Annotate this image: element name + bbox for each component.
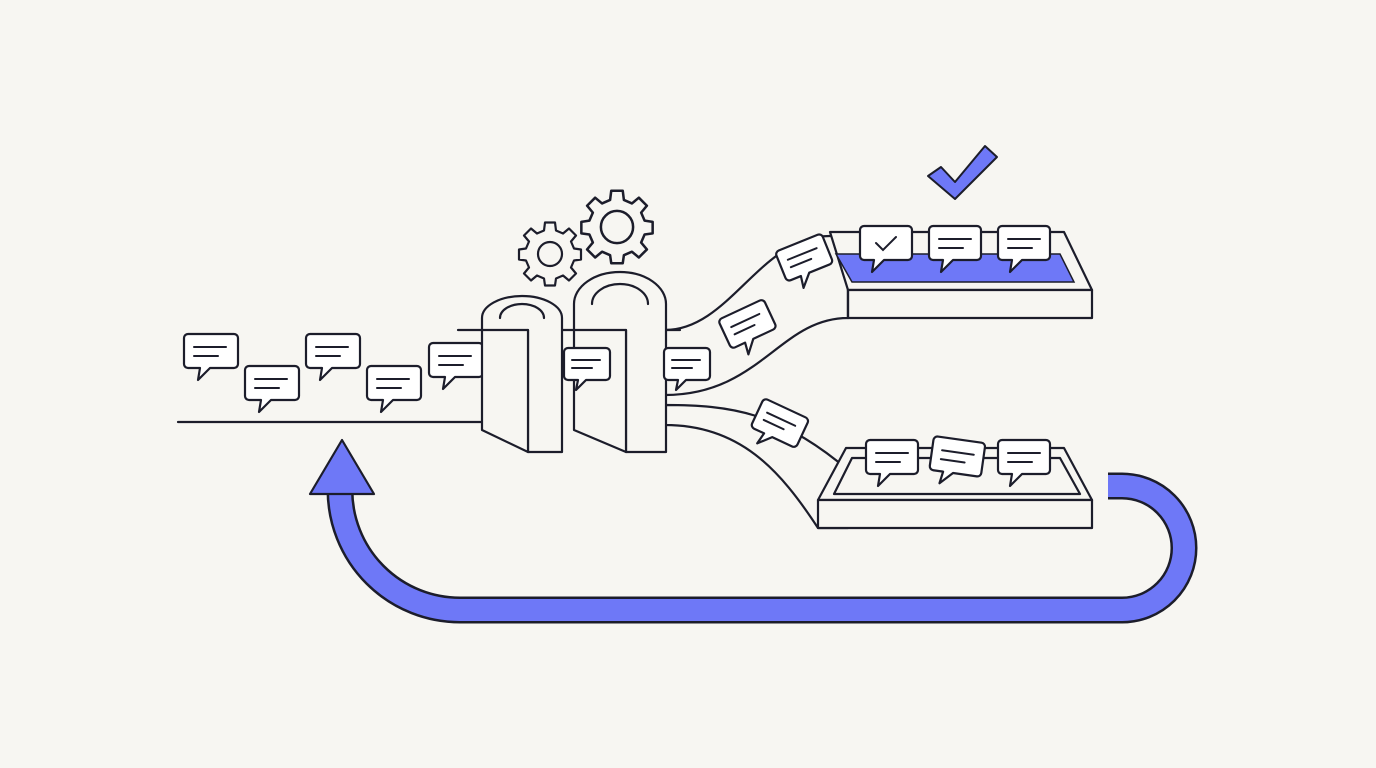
rejected-tray xyxy=(816,435,1094,530)
feedback-loop-arrow xyxy=(308,438,1198,624)
filter-loop-2 xyxy=(572,270,668,454)
chat-bubble-icon xyxy=(858,224,914,274)
filter-stage xyxy=(456,270,712,454)
chat-bubble-icon xyxy=(750,398,810,448)
chat-bubble-icon xyxy=(775,233,834,290)
chat-bubble-icon xyxy=(864,438,920,488)
feedback-loop-path-fill xyxy=(329,475,1195,621)
accepted-tray xyxy=(828,224,1094,320)
filter-loop-1 xyxy=(480,294,564,454)
chat-bubble-icon xyxy=(182,332,240,382)
chat-bubble-icon xyxy=(365,364,423,414)
checkmark-icon xyxy=(927,145,998,200)
belt-messages xyxy=(718,233,834,448)
split-belts xyxy=(663,234,850,530)
chat-bubble-icon xyxy=(996,224,1052,274)
processing-gears xyxy=(517,189,654,287)
chat-bubble-icon xyxy=(304,332,362,382)
gear-icon xyxy=(517,221,583,287)
chat-bubble-icon xyxy=(243,364,301,414)
chat-bubble-icon xyxy=(662,346,712,392)
gear-icon xyxy=(580,189,654,265)
chat-bubble-icon xyxy=(928,435,987,485)
chat-bubble-icon xyxy=(427,341,485,391)
chat-bubble-icon xyxy=(996,438,1052,488)
chat-bubble-icon xyxy=(562,346,612,392)
chat-bubble-icon xyxy=(718,299,777,356)
return-arrow-icon xyxy=(308,438,376,496)
incoming-messages xyxy=(182,332,485,414)
chat-bubble-icon xyxy=(927,224,983,274)
